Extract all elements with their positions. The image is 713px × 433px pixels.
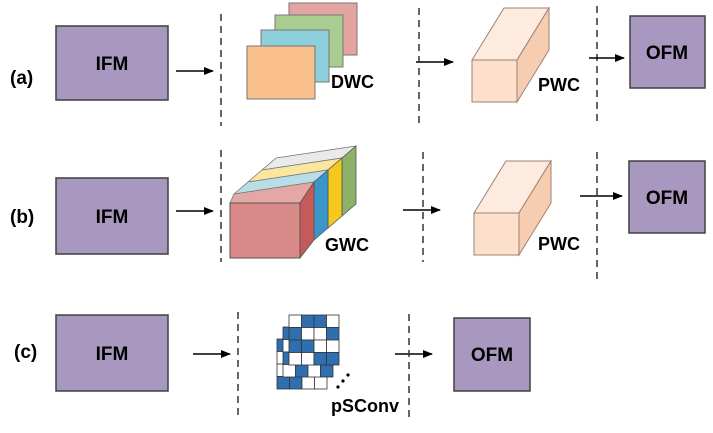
sparse-kernel-cell: [295, 364, 309, 378]
sparse-kernel-cell: [282, 364, 296, 378]
row-a-pwc-cuboid: [471, 6, 550, 104]
row-c-sparse-kernels: [276, 314, 340, 390]
row-c-ellipsis-dots: [336, 373, 350, 389]
row-c: (c) IFM pSConv OFM: [14, 312, 531, 420]
sparse-kernel-cell: [301, 339, 315, 353]
row-b-pwc-label: PWC: [538, 234, 580, 254]
row-c-label: (c): [14, 342, 37, 363]
row-b-gwc-cuboid: [229, 145, 358, 260]
row-c-ofm-box: OFM: [453, 317, 531, 392]
sparse-kernel-grid: [288, 314, 340, 366]
sparse-kernel-cell: [326, 327, 340, 341]
sparse-kernel-cell: [301, 327, 315, 341]
row-a: (a) IFM DWC PWC OFM: [10, 2, 706, 126]
row-a-dwc-filters: [246, 2, 358, 100]
row-a-label: (a): [10, 68, 33, 89]
sparse-kernel-cell: [288, 339, 302, 353]
sparse-kernel-cell: [313, 314, 327, 328]
sparse-kernel-cell: [288, 352, 302, 366]
row-a-dwc-label: DWC: [331, 72, 374, 92]
row-c-ofm-label: OFM: [471, 345, 513, 366]
row-b-ofm-box: OFM: [628, 160, 706, 234]
row-b: (b) IFM GWC PWC: [10, 145, 706, 282]
sparse-kernel-cell: [301, 314, 315, 328]
row-a-ofm-label: OFM: [646, 43, 688, 64]
row-a-pwc-label: PWC: [538, 75, 580, 95]
sparse-kernel-cell: [288, 327, 302, 341]
sparse-kernel-cell: [320, 364, 334, 378]
row-c-psconv-label: pSConv: [331, 396, 399, 416]
sparse-kernel-cell: [288, 314, 302, 328]
sparse-kernel-cell: [301, 352, 315, 366]
sparse-kernel-cell: [307, 364, 321, 378]
row-b-label: (b): [10, 207, 34, 228]
sparse-kernel-cell: [326, 314, 340, 328]
row-b-ifm-box: IFM: [55, 177, 169, 255]
sparse-kernel-cell: [289, 376, 303, 390]
row-b-ofm-label: OFM: [646, 188, 688, 209]
sparse-kernel-cell: [314, 376, 328, 390]
row-a-ofm-box: OFM: [629, 15, 706, 89]
sparse-kernel-cell: [276, 376, 290, 390]
row-a-ifm-box: IFM: [55, 25, 169, 101]
row-b-pwc-cuboid: [473, 159, 552, 257]
sparse-kernel-cell: [301, 376, 315, 390]
row-b-gwc-label: GWC: [325, 235, 369, 255]
row-a-ifm-label: IFM: [96, 54, 129, 75]
sparse-kernel-cell: [326, 352, 340, 366]
sparse-kernel-cell: [313, 339, 327, 353]
row-b-ifm-label: IFM: [96, 207, 129, 228]
sparse-kernel-cell: [313, 327, 327, 341]
row-c-ifm-box: IFM: [55, 314, 169, 392]
sparse-kernel-cell: [326, 339, 340, 353]
sparse-kernel-cell: [313, 352, 327, 366]
row-c-ifm-label: IFM: [96, 344, 129, 365]
